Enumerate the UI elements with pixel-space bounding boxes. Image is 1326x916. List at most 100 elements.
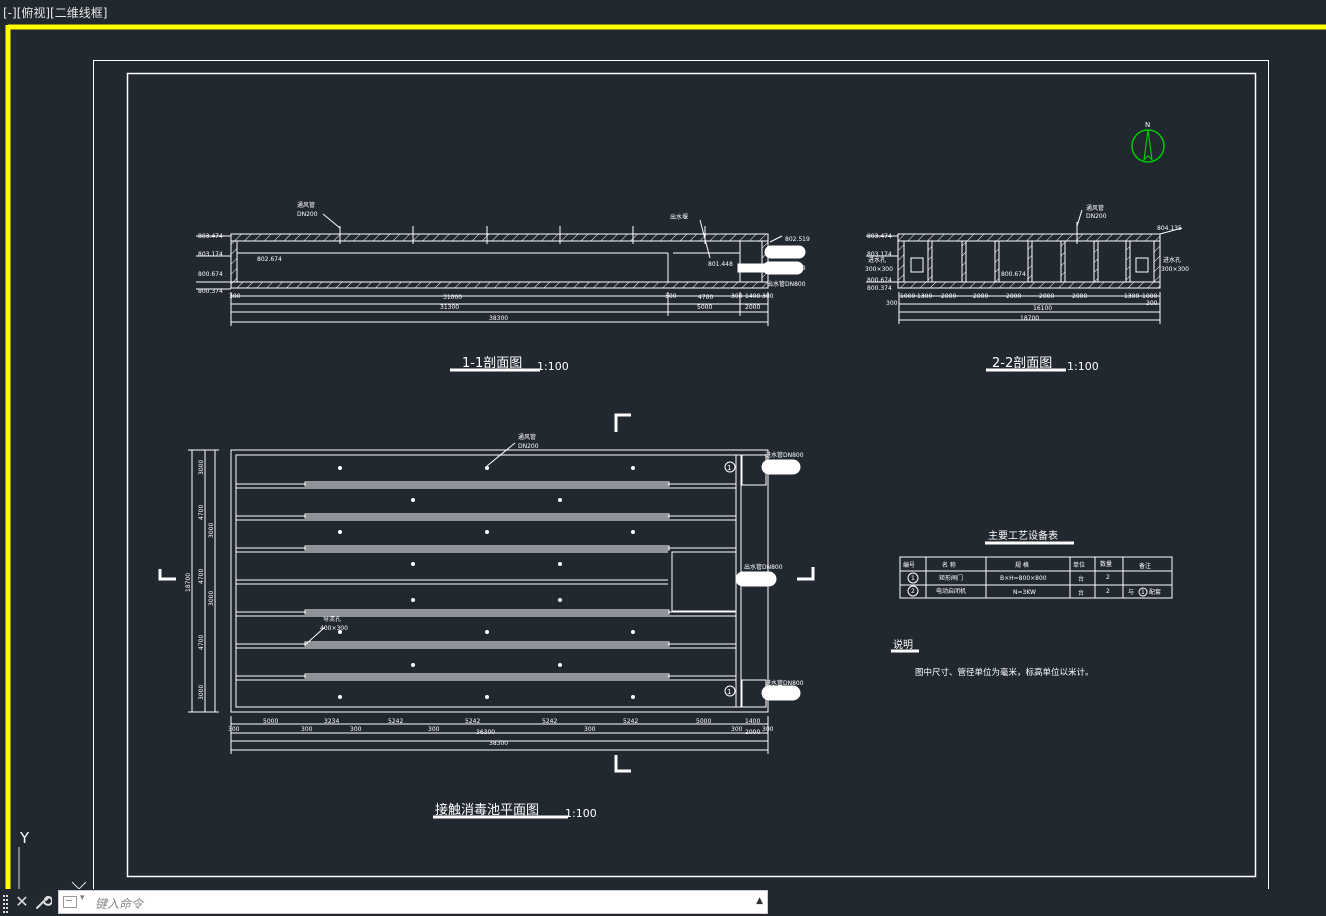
chevron-down-icon[interactable]: ▾ (80, 893, 85, 903)
s11-elev-water: 802.674 (257, 256, 282, 263)
plan-dim-top-1: 3234 (324, 718, 339, 725)
command-history-button[interactable]: ▲ (756, 896, 763, 906)
table-row2-note-mark: 1 (1141, 589, 1145, 596)
plan-dim-top-2: 5242 (388, 718, 403, 725)
plan-scale: 1:100 (565, 807, 597, 820)
section-2-2-scale: 1:100 (1067, 360, 1099, 373)
s11-dim-5000: 5000 (697, 304, 712, 311)
table-row1-qty: 2 (1106, 574, 1110, 581)
table-row2-unit: 台 (1078, 589, 1084, 597)
plan-mark-1-top: 1 (727, 464, 731, 472)
section-2-2-drawing (866, 209, 1183, 372)
s22-elev-mid: 803.174 (867, 251, 892, 258)
table-row2-name: 电动启闭机 (936, 587, 966, 595)
s22-vent-dn-label: DN200 (1086, 213, 1107, 220)
s22-dim-2000a: 2000 (941, 293, 956, 300)
plan-view-drawing (158, 413, 815, 819)
plan-dim-top-6: 5000 (696, 718, 711, 725)
s22-size-right: 300×300 (1161, 266, 1189, 273)
s22-dim-2000b: 2000 (973, 293, 988, 300)
table-row1-unit: 台 (1078, 575, 1084, 583)
s22-inlet-left: 进水孔 (868, 256, 886, 264)
plan-dim-mid-7: 2000 (745, 729, 760, 736)
s22-dim-300a: 300 (886, 300, 898, 307)
s22-dim-2000d: 2000 (1039, 293, 1054, 300)
command-prompt-icon[interactable] (63, 896, 77, 908)
s11-vent-dn-label: DN200 (297, 211, 318, 218)
active-viewport-border (5, 24, 1326, 889)
plan-dim-top-7: 1400 (745, 718, 760, 725)
table-header-name: 名 称 (942, 561, 956, 569)
plan-dim-38300: 38300 (489, 740, 508, 747)
plan-dim-top-0: 5000 (263, 718, 278, 725)
plan-passage-size: 400×300 (320, 625, 348, 632)
s11-dim-300a: 300 (229, 293, 241, 300)
plan-dim-left-1: 4700 (198, 505, 205, 520)
section-1-1-title: 1-1剖面图 (462, 356, 522, 371)
plan-dim-mid-6: 300 (762, 726, 774, 733)
s22-dim-2000c: 2000 (1006, 293, 1021, 300)
s11-dim-31300: 31300 (440, 304, 459, 311)
s22-inlet-right: 进水孔 (1163, 256, 1181, 264)
plan-dim-mid-1: 300 (301, 726, 313, 733)
plan-dim-36300: 36300 (476, 729, 495, 736)
notes-block: 说明 图中尺寸、管径单位为毫米，标高单位以米计。 (891, 638, 1094, 678)
command-line-close-button[interactable]: ✕ (15, 892, 29, 911)
s11-dim-300b: 300 (665, 293, 677, 300)
s22-dim-1300a: 1300 (917, 293, 932, 300)
table-row2-note-prefix: 与 (1128, 588, 1134, 596)
s11-dim-300c: 300 (731, 293, 743, 300)
s11-dim-31000: 31000 (443, 294, 462, 301)
s11-dim-300d: 300 (762, 293, 774, 300)
equipment-table-title: 主要工艺设备表 (988, 529, 1058, 542)
s11-outlet-weir-label: 出水堰 (670, 213, 688, 221)
s22-dim-1300b: 1300 (1124, 293, 1139, 300)
table-header-spec: 规 格 (1015, 561, 1029, 569)
s22-dim-1000a: 1000 (900, 293, 915, 300)
plan-dim-mid-0: 300 (228, 726, 240, 733)
plan-dim-left-total: 18700 (185, 573, 192, 592)
north-compass-icon: N (1131, 121, 1165, 163)
s22-dim-1000b: 1000 (1142, 293, 1157, 300)
s22-dim-2000e: 2000 (1072, 293, 1087, 300)
sheet-outer-frame (93, 60, 1269, 890)
command-line-grip[interactable] (3, 893, 9, 913)
section-1-1-labels: 通风管 DN200 出水堰 803.474 803.174 802.674 80… (198, 201, 810, 373)
command-line-customize-button[interactable] (34, 893, 53, 911)
section-1-1-scale: 1:100 (537, 360, 569, 373)
plan-vent-pipe-label: 通风管 (518, 433, 536, 441)
s22-elev-low-b: 800.374 (867, 285, 892, 292)
sheet-inner-frame (126, 72, 1257, 878)
plan-dim-left-3: 4700 (198, 569, 205, 584)
s11-elev-low1: 800.674 (198, 271, 223, 278)
s22-vent-pipe-label: 通风管 (1086, 204, 1104, 212)
command-placeholder: 键入命令 (95, 897, 144, 911)
s11-vent-pipe-label: 通风管 (297, 201, 315, 209)
s11-dim-2000: 2000 (745, 304, 760, 311)
plan-dim-top-3: 5242 (465, 718, 480, 725)
plan-dim-mid-3: 300 (428, 726, 440, 733)
command-input[interactable]: ▾ 键入命令 ▲ (58, 890, 768, 914)
table-row1-no: 1 (911, 575, 915, 582)
plan-title: 接触消毒池平面图 (435, 802, 539, 818)
s11-dim-4700: 4700 (698, 294, 713, 301)
s22-dim-300b: 300 (1146, 300, 1158, 307)
s22-elev-top: 803.474 (867, 233, 892, 240)
s22-dim-18700: 18700 (1020, 315, 1039, 322)
plan-mark-1-bottom: 1 (727, 688, 731, 696)
north-label: N (1145, 121, 1150, 129)
plan-dim-mid-4: 300 (584, 726, 596, 733)
s22-dim-16100: 16100 (1033, 305, 1052, 312)
section-1-1-drawing (196, 213, 806, 372)
s11-elev-mid-left: 803.174 (198, 251, 223, 258)
plan-inlet-top-label: 进水管DN800 (765, 451, 804, 459)
viewport-label[interactable]: [-][俯视][二维线框] (3, 6, 108, 20)
table-header-unit: 单位 (1073, 561, 1085, 569)
s22-elev-right: 804.135 (1157, 225, 1182, 232)
notes-title: 说明 (893, 638, 913, 651)
table-row1-name: 矩形闸门 (939, 574, 963, 582)
plan-dim-mid-2: 300 (350, 726, 362, 733)
s11-dim-1400: 1400 (745, 293, 760, 300)
plan-inlet-bottom-label: 进水管DN800 (765, 679, 804, 687)
